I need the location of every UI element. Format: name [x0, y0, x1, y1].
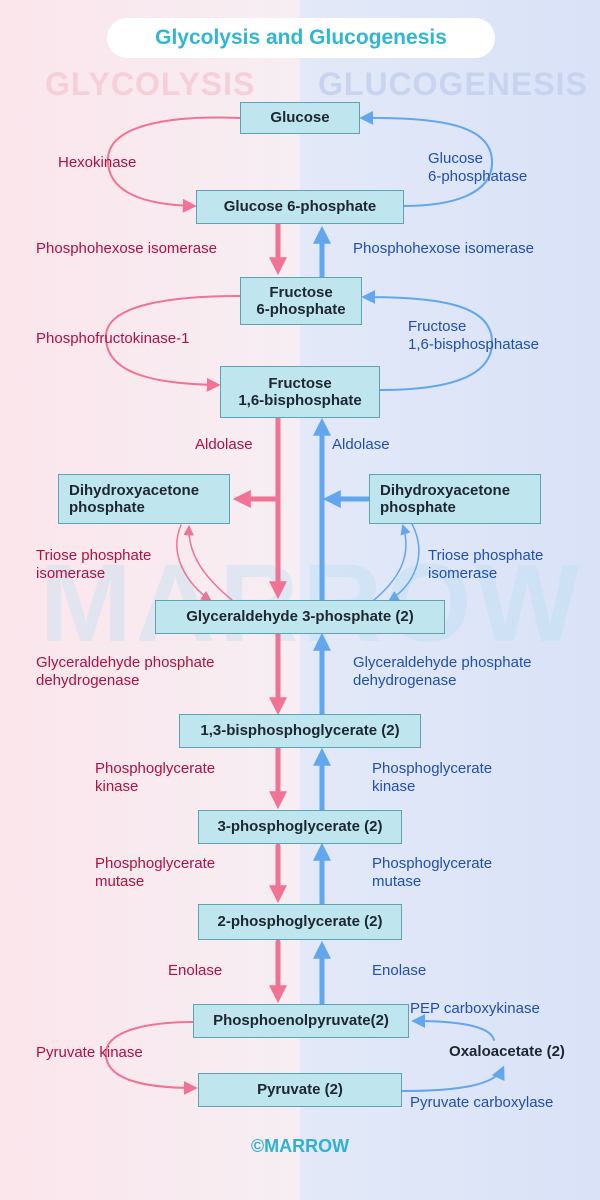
enzyme-triose-phosphate-isomerase-left: Triose phosphate isomerase [36, 547, 152, 582]
enzyme-phosphohexose-isomerase-right: Phosphohexose isomerase [353, 240, 534, 257]
enzyme-phosphoglycerate-kinase-right: Phosphoglycerate kinase [372, 760, 493, 795]
glucogenesis-side-label: GLUCOGENESIS [318, 66, 588, 102]
enzyme-gapdh-left: Glyceraldehyde phosphate dehydrogenase [36, 654, 215, 689]
enzyme-phosphoglycerate-kinase-left: Phosphoglycerate kinase [95, 760, 216, 795]
tpi-left-arrow-1 [176, 524, 212, 602]
pfk1-arrow [104, 295, 241, 392]
page-title: Glycolysis and Glucogenesis [107, 18, 495, 58]
enzyme-aldolase-right: Aldolase [332, 436, 390, 453]
enzyme-aldolase-left: Aldolase [195, 436, 253, 453]
node-glyceraldehyde-3-phosphate: Glyceraldehyde 3-phosphate (2) [155, 600, 445, 634]
fbpase-arrow [361, 290, 494, 391]
node-fructose-6-phosphate: Fructose 6-phosphate [240, 277, 362, 325]
enzyme-phosphohexose-isomerase-left: Phosphohexose isomerase [36, 240, 217, 257]
enzyme-phosphofructokinase-1: Phosphofructokinase-1 [36, 330, 190, 347]
enzyme-gapdh-right: Glyceraldehyde phosphate dehydrogenase [353, 654, 532, 689]
g6pase-arrow [359, 110, 494, 207]
node-fructose-1-6-bisphosphate: Fructose 1,6-bisphosphate [220, 366, 380, 418]
enzyme-enolase-left: Enolase [168, 962, 223, 979]
tpi-right-arrow-1 [388, 523, 420, 602]
node-2-phosphoglycerate: 2-phosphoglycerate (2) [198, 904, 402, 940]
node-glucose-6-phosphate: Glucose 6-phosphate [196, 190, 404, 224]
hexokinase-arrow [106, 116, 241, 213]
node-glucose: Glucose [240, 102, 360, 134]
enzyme-phosphoglycerate-mutase-right: Phosphoglycerate mutase [372, 855, 493, 890]
pyruvate-carboxylase-arrow [401, 1065, 505, 1092]
enzyme-pyruvate-carboxylase: Pyruvate carboxylase [410, 1094, 554, 1111]
node-1-3-bisphosphoglycerate: 1,3-bisphosphoglycerate (2) [179, 714, 421, 748]
enzyme-pyruvate-kinase: Pyruvate kinase [36, 1044, 143, 1061]
tpi-right-arrow-2 [373, 523, 411, 601]
node-dhap-right: Dihydroxyacetone phosphate [369, 474, 541, 524]
enzyme-hexokinase: Hexokinase [58, 154, 137, 171]
enzyme-enolase-right: Enolase [372, 962, 427, 979]
node-pyruvate: Pyruvate (2) [198, 1073, 402, 1107]
enzyme-fructose-1-6-bisphosphatase: Fructose 1,6-bisphosphatase [408, 318, 539, 353]
glycolysis-side-label: GLYCOLYSIS [45, 66, 256, 102]
pepck-arrow [411, 1014, 495, 1041]
node-phosphoenolpyruvate: Phosphoenolpyruvate(2) [193, 1004, 409, 1038]
enzyme-triose-phosphate-isomerase-right: Triose phosphate isomerase [428, 547, 544, 582]
node-oxaloacetate: Oxaloacetate (2) [449, 1043, 565, 1061]
copyright-logo: ©MARROW [250, 1136, 350, 1156]
node-dhap-left: Dihydroxyacetone phosphate [58, 474, 230, 524]
enzyme-pep-carboxykinase: PEP carboxykinase [410, 1000, 540, 1017]
pyruvate-kinase-arrow [104, 1021, 198, 1095]
tpi-left-arrow-2 [183, 524, 233, 601]
node-3-phosphoglycerate: 3-phosphoglycerate (2) [198, 810, 402, 844]
enzyme-phosphoglycerate-mutase-left: Phosphoglycerate mutase [95, 855, 216, 890]
enzyme-glucose-6-phosphatase: Glucose 6-phosphatase [428, 150, 528, 185]
